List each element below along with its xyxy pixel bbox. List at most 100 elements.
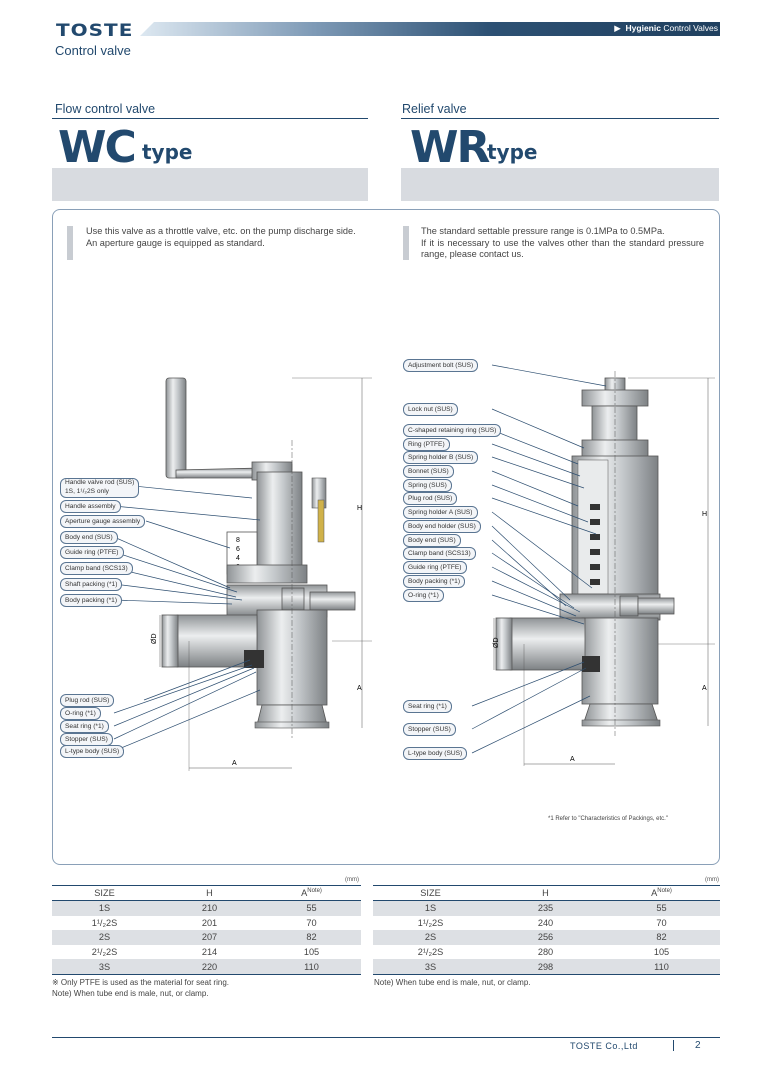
- wr-callout: Guide ring (PTFE): [403, 561, 467, 574]
- wr-desc-line-2: If it is necessary to use the valves oth…: [421, 237, 704, 260]
- category-rest: Control Valves: [663, 23, 718, 33]
- wc-callout: Plug rod (SUS): [60, 694, 115, 707]
- wc-callout: Clamp band (SCS13): [60, 562, 133, 575]
- wr-col-a: ANote): [603, 885, 720, 901]
- table-cell: 2¹/₂2S: [417, 947, 444, 958]
- wr-footnotes: Note) When tube end is male, nut, or cla…: [374, 977, 531, 988]
- wc-callout-handle-valve-rod: Handle valve rod (SUS) 1S, 1¹/₂2S only: [60, 478, 140, 498]
- table-cell: 207: [157, 930, 262, 945]
- wr-callout: O-ring (*1): [403, 589, 444, 602]
- wc-desc-bar: [67, 226, 73, 260]
- wr-callout: Spring holder B (SUS): [403, 451, 479, 464]
- table-cell: 2S: [52, 930, 157, 945]
- table-cell: 240: [537, 917, 554, 928]
- wc-description: Use this valve as a throttle valve, etc.…: [86, 226, 356, 249]
- table-cell: 1S: [52, 900, 157, 916]
- table-cell: 105: [653, 947, 670, 958]
- table-cell: 220: [157, 959, 262, 975]
- wc-callout: Guide ring (PTFE): [60, 546, 124, 559]
- wr-dim-a-horizontal: A: [570, 756, 575, 763]
- wc-dim-d: ØD: [151, 634, 158, 645]
- wc-col-a: ANote): [262, 885, 361, 901]
- table-cell: 2S: [373, 930, 488, 945]
- wr-callout: Stopper (SUS): [403, 723, 456, 736]
- footer-company: TOSTE Co.,Ltd: [570, 1041, 638, 1051]
- wr-desc-bar: [403, 226, 409, 260]
- wr-callout: Lock nut (SUS): [403, 403, 458, 416]
- wr-grey-box: [401, 168, 719, 201]
- table-cell: 210: [157, 900, 262, 916]
- table-cell: 298: [488, 959, 603, 975]
- gauge-number: 4: [236, 555, 240, 562]
- table-cell: 201: [201, 917, 218, 928]
- wr-callout: Plug rod (SUS): [403, 492, 458, 505]
- wr-section-title: Relief valve: [402, 102, 467, 116]
- wc-callout: Body packing (*1): [60, 594, 123, 607]
- page-number: 2: [695, 1040, 701, 1051]
- wc-grey-box: [52, 168, 368, 201]
- wc-unit: (mm): [345, 877, 359, 883]
- wc-callout-text: Handle valve rod (SUS): [65, 479, 135, 486]
- packing-reference-note: *1 Refer to "Characteristics of Packings…: [548, 816, 668, 822]
- wc-callout-text: 1S, 1¹/₂2S only: [65, 487, 109, 495]
- wr-type-code: WR: [410, 122, 490, 173]
- page-subtitle: Control valve: [55, 43, 131, 58]
- wc-type-word: type: [142, 140, 193, 164]
- wc-footnotes: ※ Only PTFE is used as the material for …: [52, 977, 229, 999]
- wc-col-size: SIZE: [52, 885, 157, 901]
- wc-callout: O-ring (*1): [60, 707, 101, 720]
- wr-dim-d: ØD: [493, 638, 500, 649]
- table-cell: 256: [488, 930, 603, 945]
- table-cell: 3S: [373, 959, 488, 975]
- wr-section-rule: [401, 118, 719, 119]
- table-cell: 55: [603, 900, 720, 916]
- wc-footnote-1: ※ Only PTFE is used as the material for …: [52, 978, 229, 987]
- wc-type-code: WC: [58, 122, 137, 173]
- table-cell: 214: [201, 947, 218, 958]
- wr-callout: Body packing (*1): [403, 575, 466, 588]
- header-category: ▶ Hygienic Control Valves: [614, 23, 718, 34]
- wr-col-h: H: [488, 885, 603, 901]
- wr-callout: Spring holder A (SUS): [403, 506, 478, 519]
- wc-desc-line-2: An aperture gauge is equipped as standar…: [86, 237, 265, 248]
- wr-description: The standard settable pressure range is …: [421, 226, 704, 261]
- wc-dim-a-vertical: A: [357, 685, 362, 692]
- header-band: [140, 22, 720, 36]
- wc-dim-a-horizontal: A: [232, 760, 237, 767]
- table-cell: 55: [262, 900, 361, 916]
- footer-separator: [673, 1040, 674, 1051]
- wr-desc-line-1: The standard settable pressure range is …: [421, 226, 665, 236]
- table-cell: 110: [262, 959, 361, 975]
- wc-callout: Body end (SUS): [60, 531, 118, 544]
- wr-cross-section-drawing: H A A ØD: [471, 364, 715, 766]
- wc-cross-section-drawing: 8 6 4 2 H A A ØD: [113, 377, 372, 771]
- table-cell: 1¹/₂2S: [91, 917, 118, 928]
- table-cell: 82: [603, 930, 720, 945]
- wr-dim-h: H: [702, 511, 707, 518]
- toste-logo: TOSTE: [56, 20, 134, 41]
- wc-callout: Aperture gauge assembly: [60, 515, 146, 528]
- wr-callout: Adjustment bolt (SUS): [403, 359, 479, 372]
- wr-callout: L-type body (SUS): [403, 747, 468, 760]
- table-cell: 105: [303, 947, 320, 958]
- wr-footnote-1: Note) When tube end is male, nut, or cla…: [374, 978, 531, 987]
- wr-callout: C-shaped retaining ring (SUS): [403, 424, 502, 437]
- table-cell: 1¹/₂2S: [417, 917, 444, 928]
- wr-dim-a-vertical: A: [702, 685, 707, 692]
- gauge-number: 8: [236, 537, 240, 544]
- wr-callout: Body end holder (SUS): [403, 520, 481, 533]
- wr-unit: (mm): [705, 877, 719, 883]
- wr-callout: Bonnet (SUS): [403, 465, 454, 478]
- wr-callout: Ring (PTFE): [403, 438, 450, 451]
- wc-callout: Seat ring (*1): [60, 720, 109, 733]
- wr-callout: Spring (SUS): [403, 479, 452, 492]
- table-cell: 110: [603, 959, 720, 975]
- table-cell: 235: [488, 900, 603, 916]
- table-cell: 70: [306, 917, 317, 928]
